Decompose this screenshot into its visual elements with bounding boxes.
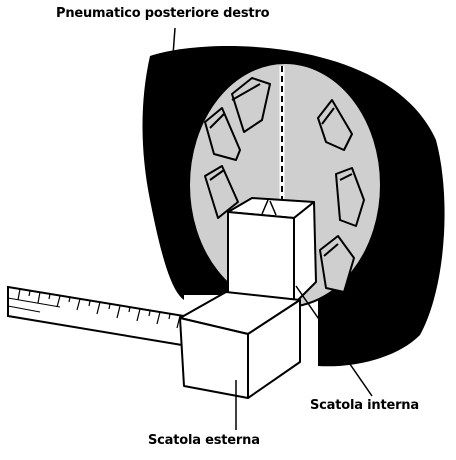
label-outer-box: Scatola esterna: [148, 433, 260, 448]
measuring-tape: [7, 285, 202, 350]
inner-box: [227, 197, 317, 305]
label-rear-right-tire: Pneumatico posteriore destro: [56, 6, 270, 21]
label-inner-box: Scatola interna: [310, 398, 419, 413]
outer-box: [179, 291, 301, 399]
leader-line-inner: [295, 285, 373, 397]
rim-slots: [204, 77, 365, 293]
leader-line-top: [170, 27, 176, 83]
